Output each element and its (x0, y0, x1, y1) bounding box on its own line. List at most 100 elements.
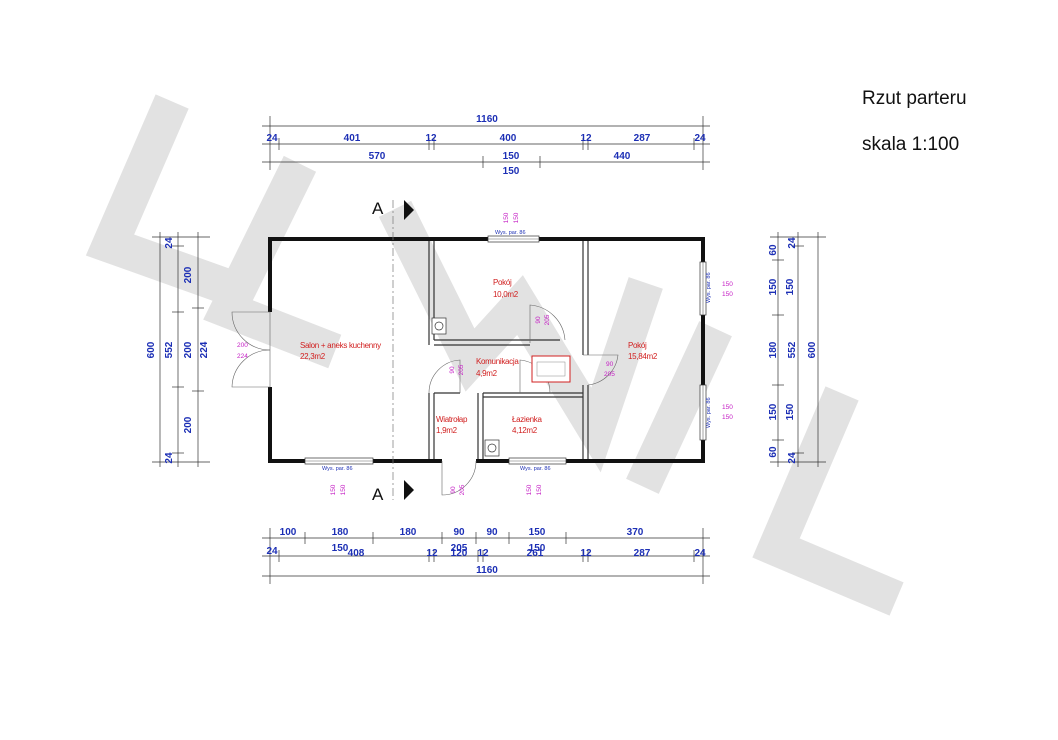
exterior-walls (268, 237, 705, 463)
svg-text:150: 150 (340, 484, 347, 495)
room-area-salon: 22,3m2 (300, 352, 326, 361)
dim-top-6: 287 (634, 133, 651, 144)
dim-right-8: 60 (768, 446, 779, 458)
dim-bottom-6: 150 (529, 527, 546, 538)
dim-top-7: 24 (694, 133, 706, 144)
dim-bottom-total: 1160 (476, 565, 498, 576)
doors (231, 304, 619, 496)
dim-right-mid: 552 (787, 341, 798, 358)
svg-text:200: 200 (237, 342, 248, 349)
dim-top-total: 1160 (476, 114, 498, 125)
room-area-lazienka: 4,12m2 (512, 426, 538, 435)
room-name-pokoj-1: Pokój (493, 278, 512, 287)
dim-bottom-row2-5: 205 (451, 543, 468, 554)
dim-top-1: 24 (266, 133, 278, 144)
dim-top-2: 401 (344, 133, 361, 144)
dim-bottom-row2-9: 261 (527, 548, 544, 559)
dim-bottom-row2-1: 24 (266, 546, 278, 557)
section-line (392, 200, 414, 500)
dim-top-3: 12 (425, 133, 437, 144)
dim-top-4: 400 (500, 133, 517, 144)
dim-top-row2-3: 440 (614, 151, 631, 162)
dim-right-3: 150 (768, 278, 779, 295)
svg-text:205: 205 (544, 314, 551, 325)
dim-bottom-row2-11: 287 (634, 548, 651, 559)
dim-left-door: 224 (199, 341, 210, 358)
room-area-pokoj-1: 10,0m2 (493, 290, 519, 299)
svg-text:150: 150 (526, 484, 533, 495)
svg-text:90: 90 (606, 361, 614, 368)
svg-text:150: 150 (503, 212, 510, 223)
room-name-lazienka: Łazienka (512, 415, 542, 424)
watermark (85, 94, 904, 616)
dim-bottom-2: 180 (332, 527, 349, 538)
dim-left-inner-5: 24 (164, 452, 175, 464)
dim-bottom-1: 100 (280, 527, 297, 538)
dimension-left (152, 232, 210, 467)
dim-bottom-row2-8: 150 (529, 543, 546, 554)
dimension-top (262, 116, 710, 170)
window-note-right-top: Wys. par. 86 (706, 272, 712, 303)
dim-right-5: 180 (768, 341, 779, 358)
svg-text:205: 205 (458, 364, 465, 375)
dim-bottom-row2-7: 12 (477, 548, 489, 559)
dim-left-mid: 552 (164, 341, 175, 358)
svg-text:90: 90 (450, 486, 457, 494)
dim-top-row2-2: 150 (503, 151, 520, 162)
dimension-bottom (262, 528, 710, 584)
dim-bottom-row2-12: 24 (694, 548, 706, 559)
dim-right-4: 150 (785, 278, 796, 295)
room-name-salon: Salon + aneks kuchenny (300, 341, 381, 350)
dim-bottom-7: 370 (627, 527, 644, 538)
svg-text:150: 150 (536, 484, 543, 495)
room-name-komunikacja: Komunikacja (476, 357, 519, 366)
dim-bottom-row2-4: 12 (426, 548, 438, 559)
svg-text:150: 150 (722, 404, 733, 411)
svg-text:205: 205 (604, 371, 615, 378)
room-name-pokoj-2: Pokój (628, 341, 647, 350)
dim-left-outer: 600 (146, 341, 157, 358)
dim-right-1: 60 (768, 244, 779, 256)
svg-text:150: 150 (513, 212, 520, 223)
interior-walls (428, 241, 589, 459)
svg-text:224: 224 (237, 353, 248, 360)
dim-right-9: 24 (787, 452, 798, 464)
opening-dimensions: 150 150 200 224 90 205 90 205 90 205 90 … (237, 212, 733, 495)
dimension-right (770, 232, 826, 467)
dim-bottom-4: 90 (453, 527, 465, 538)
dim-top-row2-1: 570 (369, 151, 386, 162)
dim-bottom-3: 180 (400, 527, 417, 538)
section-label-bottom: A (372, 485, 384, 504)
window-note-bottom-right: Wys. par. 86 (520, 466, 551, 472)
dim-bottom-row2-3: 408 (348, 548, 365, 559)
room-area-komunikacja: 4,9m2 (476, 369, 498, 378)
dim-right-7: 150 (785, 403, 796, 420)
dim-left-inner-2: 200 (183, 266, 194, 283)
dim-left-inner-3: 200 (183, 341, 194, 358)
svg-text:150: 150 (722, 281, 733, 288)
dim-bottom-5: 90 (486, 527, 498, 538)
dim-bottom-row2-10: 12 (580, 548, 592, 559)
drawing-title: Rzut parteru (862, 88, 967, 109)
svg-text:150: 150 (330, 484, 337, 495)
dim-bottom-row2-6: 120 (451, 548, 468, 559)
dim-top-row2-sub: 150 (503, 166, 520, 177)
room-name-wiatrolap: Wiatrołap (436, 415, 468, 424)
dim-left-inner-4: 200 (183, 416, 194, 433)
dim-top-5: 12 (580, 133, 592, 144)
svg-text:150: 150 (722, 291, 733, 298)
svg-text:90: 90 (449, 366, 456, 374)
room-area-wiatrolap: 1,9m2 (436, 426, 458, 435)
section-label-top: A (372, 199, 384, 218)
dim-bottom-row2-2: 150 (332, 543, 349, 554)
svg-text:90: 90 (535, 316, 542, 324)
room-area-pokoj-2: 15,84m2 (628, 352, 658, 361)
windows (304, 235, 707, 465)
svg-text:150: 150 (722, 414, 733, 421)
dim-right-outer: 600 (807, 341, 818, 358)
dim-left-inner-1: 24 (164, 237, 175, 249)
window-note-top: Wys. par. 86 (495, 230, 526, 236)
window-note-bottom-left: Wys. par. 86 (322, 466, 353, 472)
drawing-scale: skala 1:100 (862, 134, 960, 155)
